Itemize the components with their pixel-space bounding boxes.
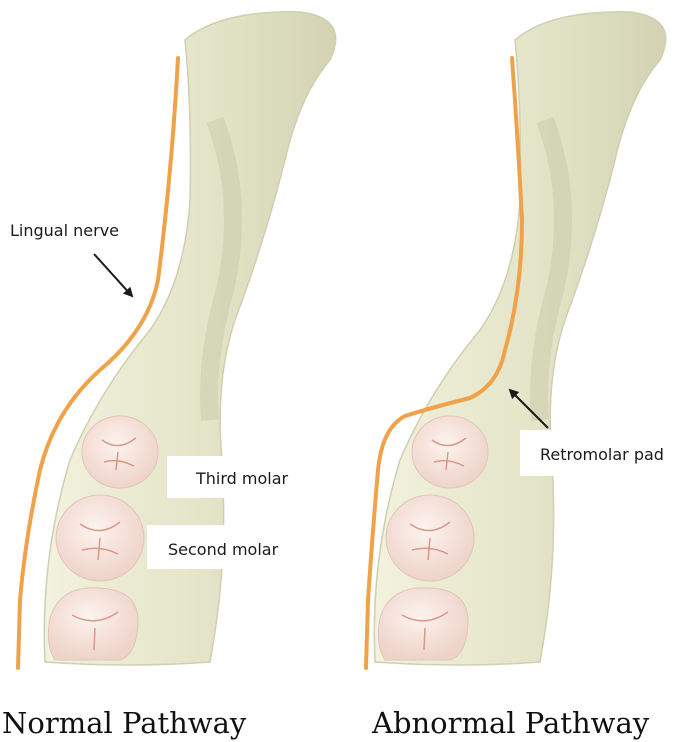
third-molar [81, 415, 159, 489]
abnormal-pathway-caption: Abnormal Pathway [371, 706, 650, 740]
normal-pathway-caption: Normal Pathway [2, 706, 247, 740]
bone-shading [530, 116, 572, 421]
lingual-nerve-normal-line [16, 56, 180, 670]
third-molar-label-box [167, 456, 307, 498]
lingual-nerve-abnormal-line [364, 56, 525, 670]
second-molar-label-box [147, 525, 312, 569]
retromolar-pad-label: Retromolar pad [540, 445, 664, 464]
third-molar-label: Third molar [195, 469, 289, 488]
second-molar-label: Second molar [168, 540, 279, 559]
first-molar [377, 587, 469, 661]
first-molar [47, 587, 139, 661]
second-molar [385, 494, 475, 582]
lingual-nerve-arrow [93, 253, 134, 298]
normal-pathway-panel: Lingual nerve Third molar Second molar N… [2, 11, 337, 740]
abnormal-pathway-panel: Retromolar pad Abnormal Pathway [364, 11, 682, 740]
bone-shading [200, 116, 242, 421]
second-molar [55, 494, 145, 582]
third-molar [411, 415, 489, 489]
lingual-nerve-label: Lingual nerve [10, 221, 119, 240]
retromolar-pad-arrow [508, 388, 549, 429]
retromolar-pad-label-box [520, 430, 682, 476]
